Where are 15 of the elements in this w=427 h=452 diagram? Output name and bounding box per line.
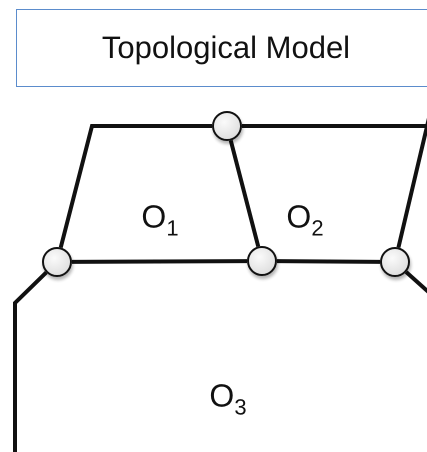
vertex-circle — [42, 247, 72, 277]
vertex-circle — [380, 247, 410, 277]
vertex-circle — [212, 111, 242, 141]
face-label: O$_{3}$ — [209, 378, 247, 414]
edge-line — [13, 271, 48, 452]
edge-line — [58, 124, 212, 248]
edge-line — [276, 259, 380, 264]
title-box: Topological Model — [16, 9, 427, 87]
edge-line — [242, 124, 427, 128]
face-label: O$_{2}$ — [286, 198, 324, 236]
edge-line — [228, 140, 260, 247]
edge-line — [396, 118, 427, 248]
face-label: O$_{1}$ — [141, 198, 179, 236]
edge-line — [72, 259, 247, 264]
vertex-circle — [247, 246, 277, 276]
